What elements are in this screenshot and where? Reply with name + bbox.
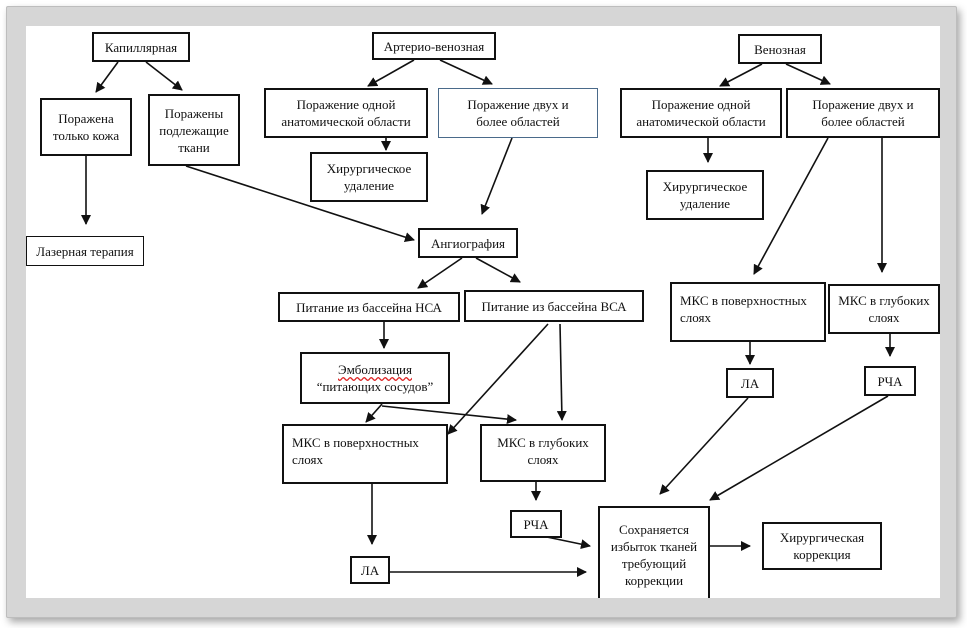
node-excess-tissue: Сохраняется избыток тканей требующий кор…	[598, 506, 710, 598]
arrow-av-one	[367, 59, 415, 87]
node-skin-only: Поражена только кожа	[40, 98, 132, 156]
node-embolization: Эмболизация “питающих сосудов”	[300, 352, 450, 404]
node-arteriovenous: Артерио-венозная	[372, 32, 496, 60]
arrow-vtwo-superficial	[753, 137, 829, 275]
arrow-angio-eca	[417, 257, 463, 289]
arrow-la-right-excess	[659, 397, 749, 495]
arrow-tissues-angiography	[185, 165, 415, 242]
arrow-avtwo-angiography	[480, 137, 513, 215]
node-v-two-areas: Поражение двух и более областей	[786, 88, 940, 138]
arrow-capillary-tissues	[145, 61, 183, 91]
arrow-ica-deep	[556, 323, 567, 421]
arrow-capillary-skin	[95, 61, 119, 93]
arrow-embol-deep	[381, 405, 517, 425]
node-mks-deep-right: МКС в глубоких слоях	[828, 284, 940, 334]
node-v-surgery: Хирургическое удаление	[646, 170, 764, 220]
node-av-one-area: Поражение одной анатомической области	[264, 88, 428, 138]
arrow-v-one	[719, 63, 763, 87]
node-rcha-right: РЧА	[864, 366, 916, 396]
node-underlying-tissues: Поражены подлежащие ткани	[148, 94, 240, 166]
connector-arrows	[81, 59, 895, 577]
node-capillary: Капиллярная	[92, 32, 190, 62]
arrow-v-two	[785, 63, 831, 85]
node-av-two-areas: Поражение двух и более областей	[438, 88, 598, 138]
node-v-one-area: Поражение одной анатомической области	[620, 88, 782, 138]
node-rcha-mid: РЧА	[510, 510, 562, 538]
node-eca-supply: Питание из бассейна НСА	[278, 292, 460, 322]
node-laser-therapy: Лазерная терапия	[26, 236, 144, 266]
node-ica-supply: Питание из бассейна ВСА	[464, 290, 644, 322]
arrow-angio-ica	[475, 257, 521, 283]
flowchart-canvas: Капиллярная Артерио-венозная Венозная По…	[26, 26, 940, 598]
embolization-title: Эмболизация	[338, 362, 412, 377]
arrow-av-two	[439, 59, 493, 85]
embolization-subtitle: “питающих сосудов”	[316, 379, 434, 394]
arrow-embol-superficial	[365, 403, 383, 423]
arrow-ica-superficial	[447, 323, 549, 435]
node-av-surgery: Хирургическое удаление	[310, 152, 428, 202]
node-surgical-correction: Хирургическая коррекция	[762, 522, 882, 570]
node-mks-superficial-right: МКС в поверхностных слоях	[670, 282, 826, 342]
node-angiography: Ангиография	[418, 228, 518, 258]
node-la-bottom: ЛА	[350, 556, 390, 584]
node-mks-deep-mid: МКС в глубоких слоях	[480, 424, 606, 482]
node-venous: Венозная	[738, 34, 822, 64]
node-la-right: ЛА	[726, 368, 774, 398]
node-mks-superficial-mid: МКС в поверхностных слоях	[282, 424, 448, 484]
arrow-rcha-right-excess	[709, 395, 889, 501]
